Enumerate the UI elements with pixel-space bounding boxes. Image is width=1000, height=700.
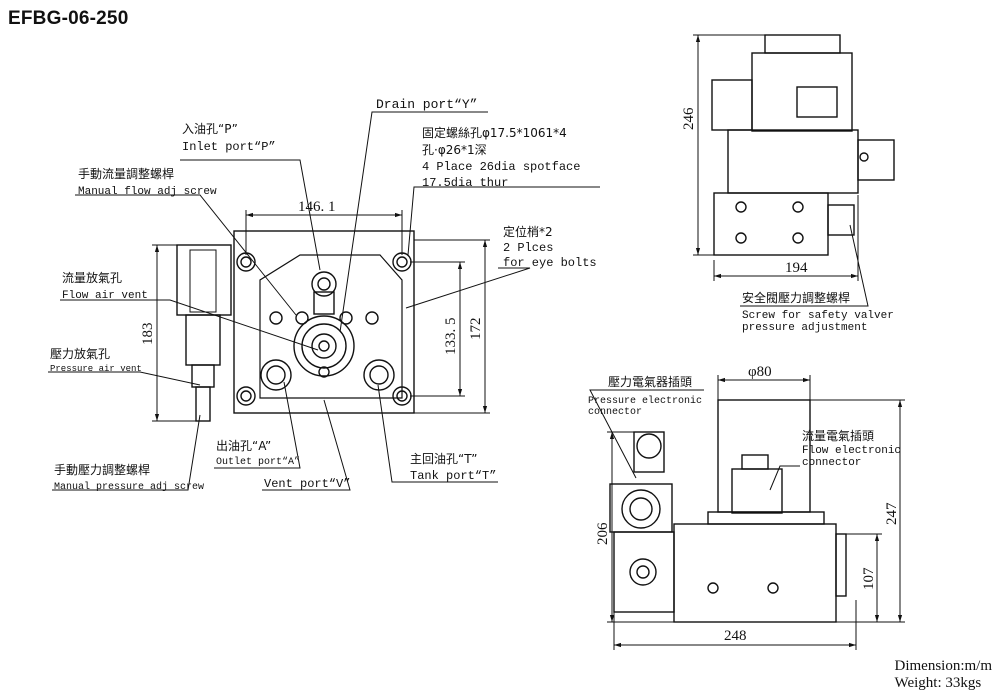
label-pin-en1: 2 Plces <box>503 241 553 255</box>
pressure-head <box>609 483 673 533</box>
label-vent-port: Vent port“V” <box>264 477 350 491</box>
label-mount-zh2: 孔·φ26*1深 <box>422 143 487 157</box>
label-mount-zh1: 固定螺絲孔φ17.5*1061*4 <box>422 125 567 140</box>
dim-183: 183 <box>140 323 156 346</box>
label-mount-en2: 17.5dia thur <box>422 176 508 190</box>
label-drain-port: Drain port“Y” <box>376 97 477 112</box>
label-flow-vent-en: Flow air vent <box>62 290 148 302</box>
pressure-connector <box>633 431 665 473</box>
footer-dimension: Dimension:m/m <box>894 658 993 674</box>
front-body-outline <box>233 230 415 414</box>
dim-107: 107 <box>861 567 877 590</box>
footer-specs: Dimension:m/m Weight: 33kgs <box>895 658 993 692</box>
top-view <box>609 399 847 623</box>
dim-206: 206 <box>595 522 611 545</box>
label-mount-en1: 4 Place 26dia spotface <box>422 160 580 174</box>
left-valve-block <box>176 244 232 316</box>
label-pin-en2: for eye bolts <box>503 256 597 270</box>
flow-connector <box>731 468 783 514</box>
inlet-port-p <box>311 271 337 297</box>
label-press-conn-zh: 壓力電氣器插頭 <box>608 375 692 389</box>
footer-weight: Weight: 33kgs <box>894 675 982 691</box>
front-inner-outline <box>259 254 403 399</box>
pressure-adjust-body <box>185 314 221 366</box>
label-press-vent-zh: 壓力放氣孔 <box>50 346 110 361</box>
label-flow-adj-zh: 手動流量調整螺桿 <box>78 166 174 181</box>
label-flow-conn-zh: 流量電氣插頭 <box>802 429 874 443</box>
side-valve-block <box>727 129 859 194</box>
label-flow-adj-en: Manual flow adj screw <box>78 186 217 198</box>
dim-80: φ80 <box>748 364 772 380</box>
side-view <box>711 34 895 256</box>
label-press-adj-en: Manual pressure adj screw <box>54 481 204 493</box>
label-press-conn-en2: connector <box>588 407 642 418</box>
top-body <box>673 523 837 623</box>
label-flow-conn-en1: Flow electronic <box>802 445 901 457</box>
dim-172: 172 <box>468 318 484 341</box>
dim-246: 246 <box>681 107 697 130</box>
outlet-port-a <box>260 359 292 391</box>
label-safety-zh: 安全閥壓力調整螺桿 <box>742 290 850 305</box>
dim-247: 247 <box>884 502 900 525</box>
side-coil-top <box>764 34 841 54</box>
manual-pressure-screw <box>195 386 211 422</box>
side-base-block <box>713 192 829 256</box>
label-inlet-zh: 入油孔“P” <box>182 122 238 136</box>
label-flow-conn-en2: connector <box>802 457 861 469</box>
corner-bolts <box>236 252 412 406</box>
label-safety-en2: pressure adjustment <box>742 322 867 334</box>
label-press-adj-zh: 手動壓力調整螺桿 <box>54 462 150 477</box>
front-view <box>176 230 415 422</box>
tank-port-t <box>363 359 395 391</box>
label-press-vent-en: Pressure air vent <box>50 364 142 374</box>
dim-248: 248 <box>724 628 747 644</box>
label-tank-zh: 主回油孔“T” <box>410 452 478 466</box>
label-safety-en1: Screw for safety valver <box>742 310 894 322</box>
drawing-title: EFBG-06-250 <box>8 8 129 29</box>
dim-194: 194 <box>785 260 808 276</box>
side-connector <box>857 139 895 181</box>
label-pin-zh: 定位梢*2 <box>503 224 553 239</box>
center-port-outer <box>293 315 355 377</box>
label-press-conn-en1: Pressure electronic <box>588 395 702 407</box>
label-outlet-zh: 出油孔“A” <box>216 439 271 453</box>
label-outlet-en: Outlet port“A” <box>216 456 300 468</box>
label-flow-vent-zh: 流量放氣孔 <box>62 270 122 285</box>
label-inlet-en: Inlet port“P” <box>182 140 276 154</box>
dim-133: 133. 5 <box>443 318 459 356</box>
label-tank-en: Tank port“T” <box>410 469 496 483</box>
dim-146: 146. 1 <box>298 199 336 215</box>
